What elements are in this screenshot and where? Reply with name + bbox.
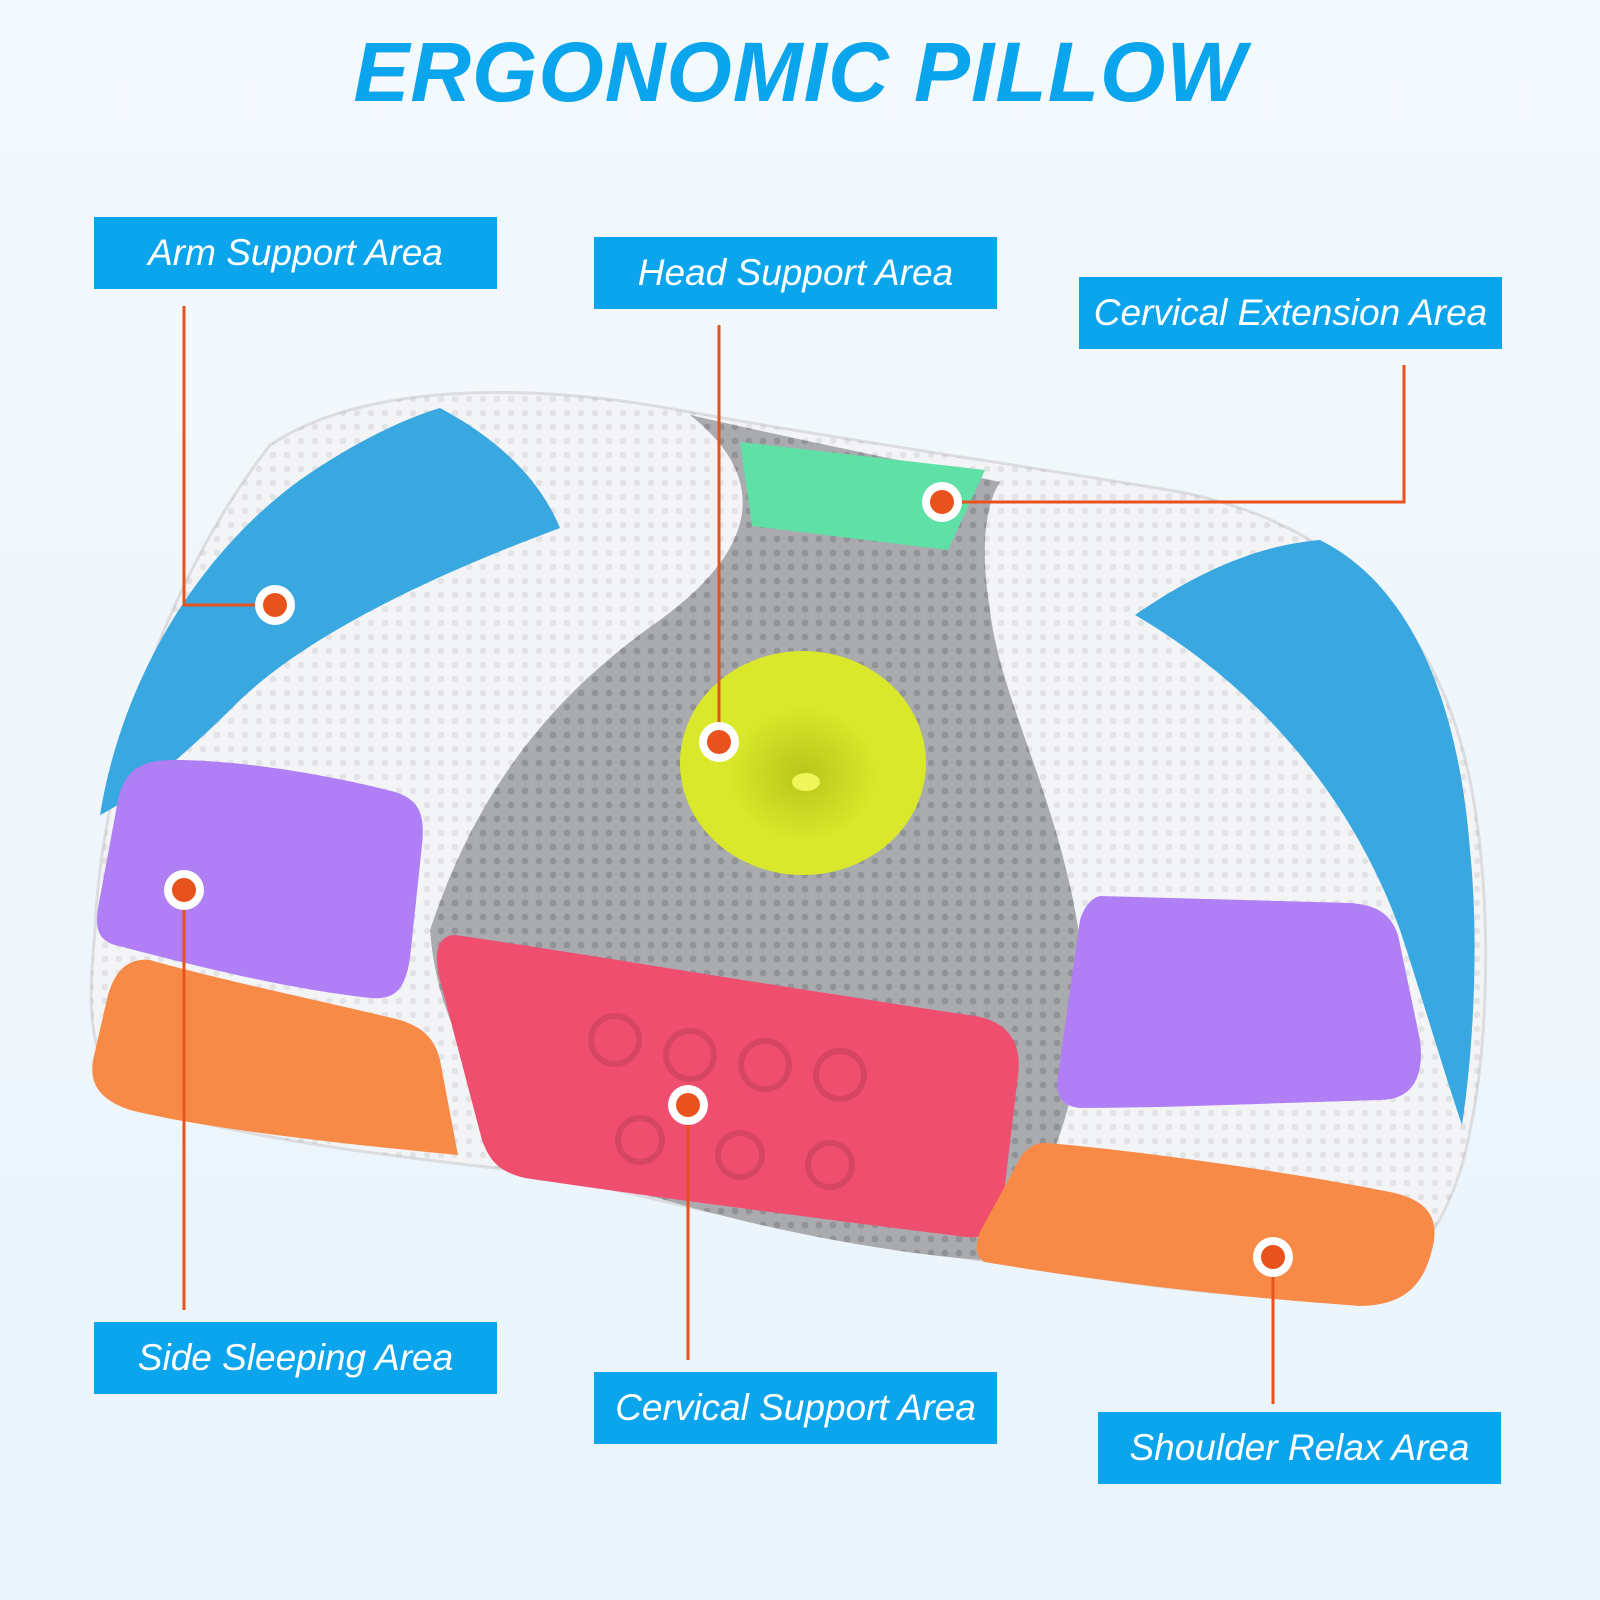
cervical-zone-bumps — [588, 1013, 867, 1190]
cervical-extension-leader — [960, 365, 1406, 504]
cervical-extension-label: Cervical Extension Area — [1079, 277, 1502, 349]
arm-support-marker — [255, 585, 295, 625]
extension-zone — [740, 442, 985, 550]
arm-zone-right — [1135, 540, 1475, 1125]
shoulder-relax-label: Shoulder Relax Area — [1098, 1412, 1501, 1484]
cervical-support-marker — [668, 1085, 708, 1125]
cervical-zone — [436, 935, 1019, 1238]
side-sleeping-label: Side Sleeping Area — [94, 1322, 497, 1394]
arm-support-leader — [182, 306, 255, 607]
shoulder-relax-marker — [1253, 1237, 1293, 1277]
side-zone-left — [96, 760, 423, 999]
head-support-label: Head Support Area — [594, 237, 997, 309]
side-sleeping-marker — [164, 870, 204, 910]
markers — [164, 482, 1293, 1277]
arm-support-label: Arm Support Area — [94, 217, 497, 289]
cervical-extension-marker — [922, 482, 962, 522]
head-zone — [680, 651, 926, 875]
side-zone-right — [1057, 896, 1421, 1108]
head-support-marker — [699, 722, 739, 762]
shoulder-zone-right — [976, 1142, 1435, 1306]
arm-zone-left — [100, 408, 560, 815]
page-title: ERGONOMIC PILLOW — [353, 25, 1247, 119]
cervical-support-label: Cervical Support Area — [594, 1372, 997, 1444]
